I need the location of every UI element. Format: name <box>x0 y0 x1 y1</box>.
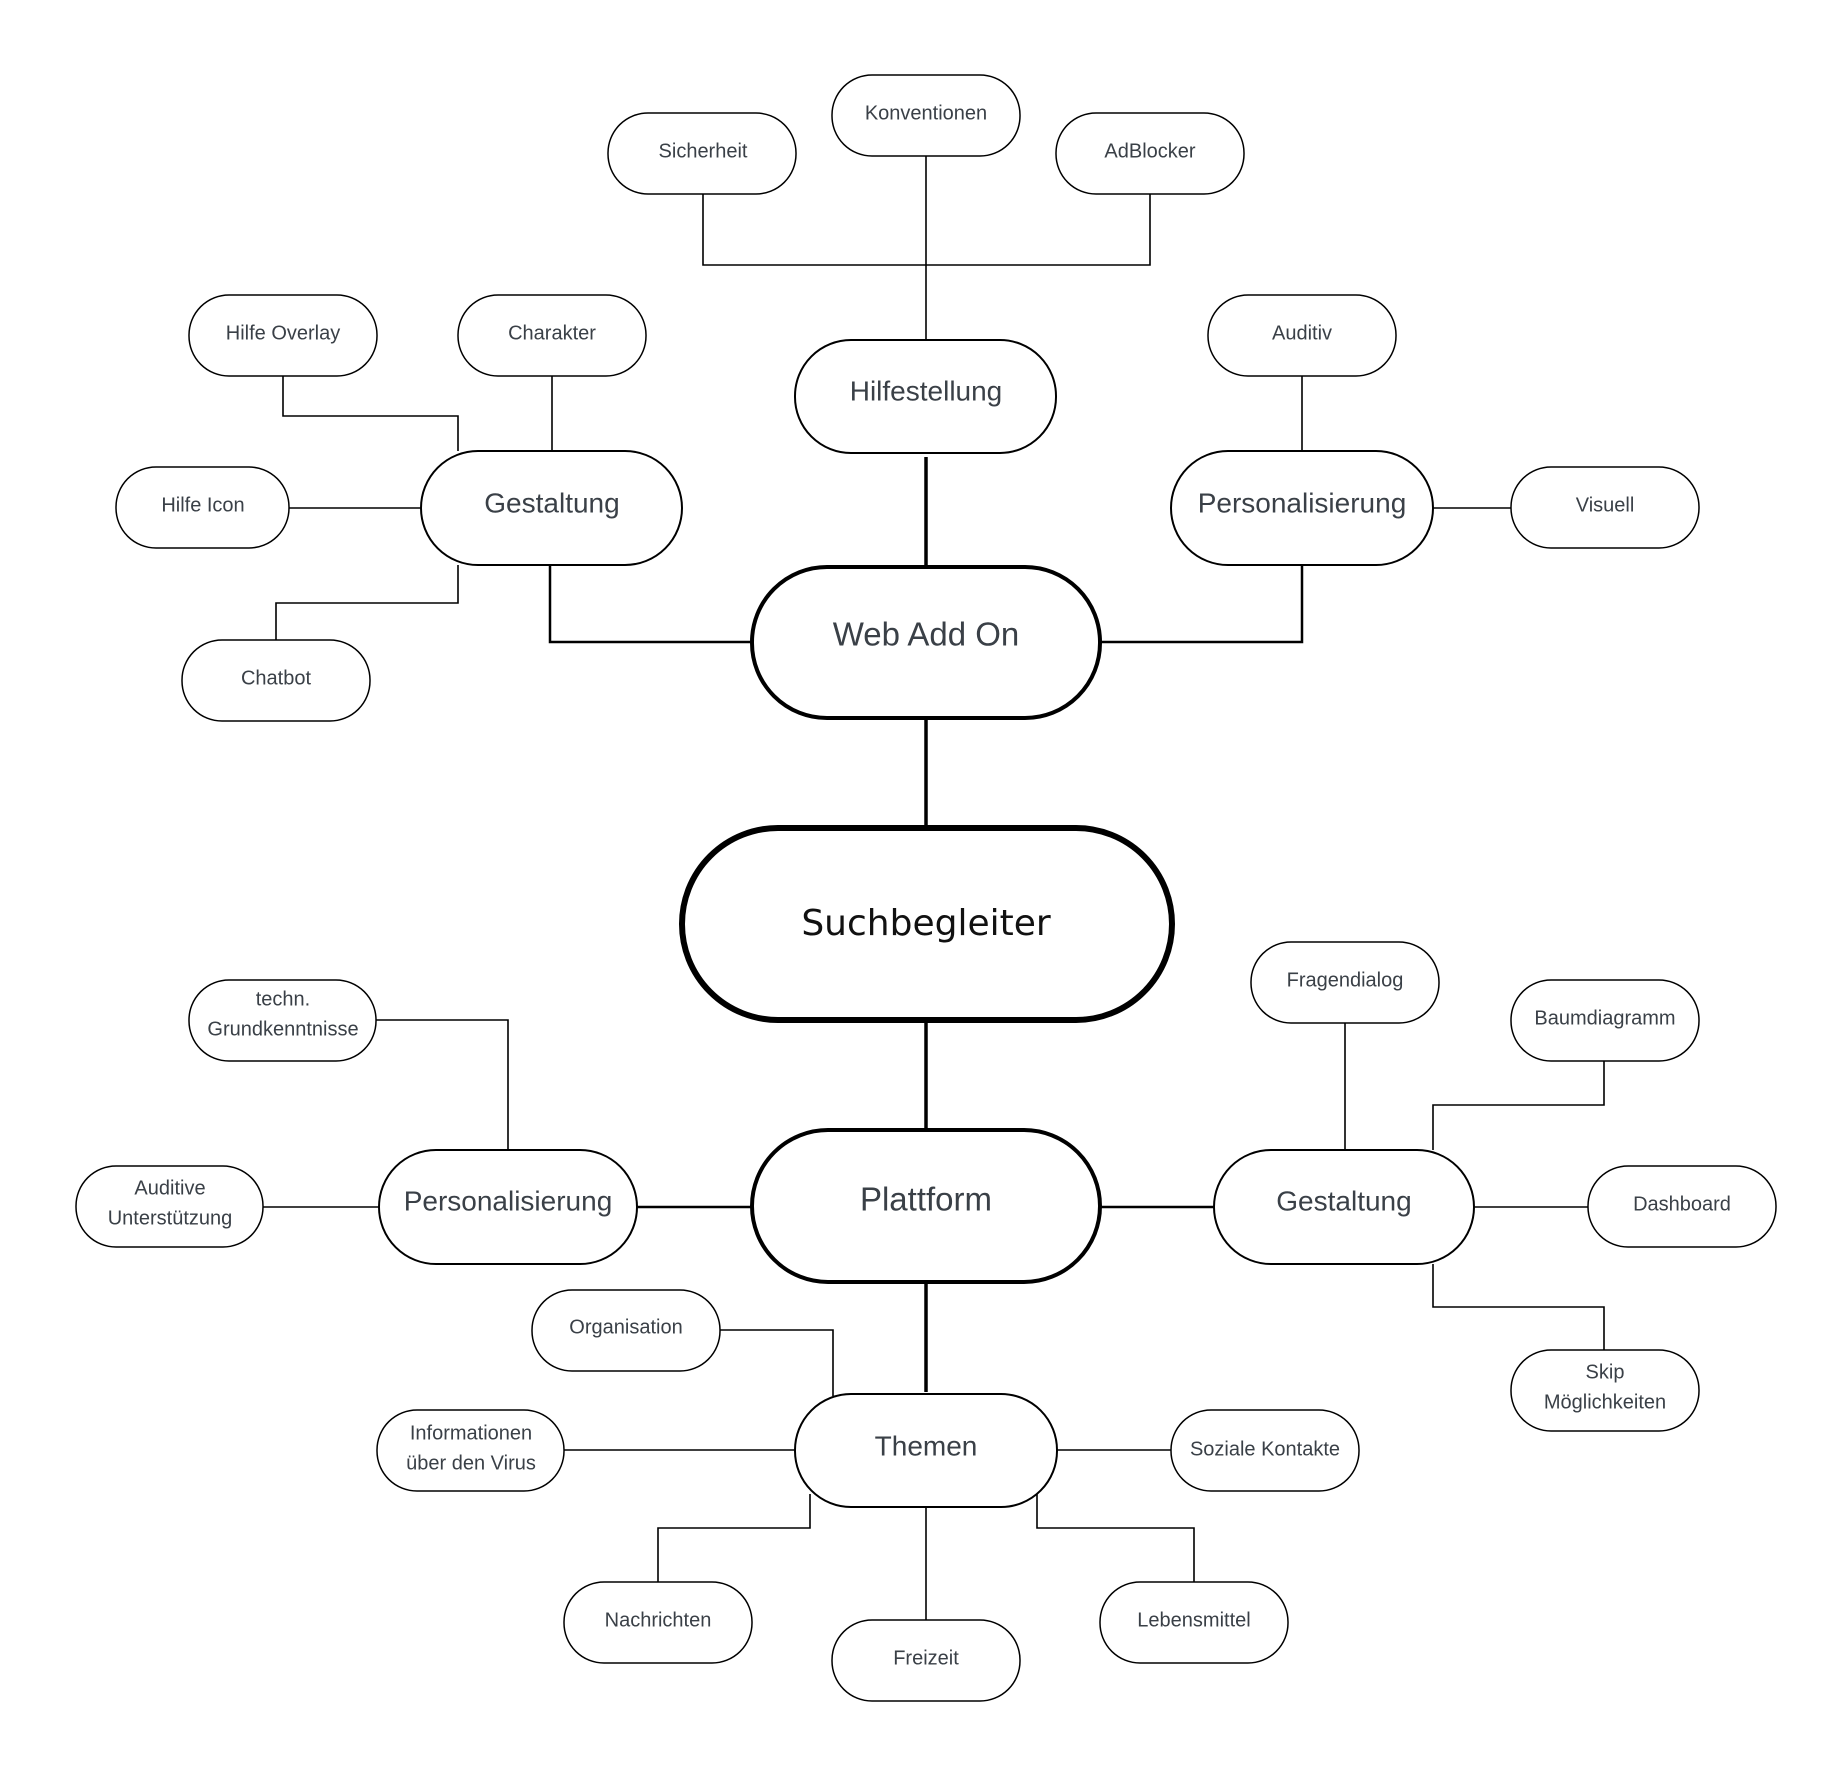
node-charakter-label: Charakter <box>508 322 596 344</box>
node-fragendialog: Fragendialog <box>1250 941 1440 1024</box>
connector-nachrichten <box>657 1494 811 1582</box>
node-skip-moeglichkeiten-line2: Möglichkeiten <box>1544 1391 1666 1413</box>
node-nachrichten: Nachrichten <box>563 1581 753 1664</box>
connector-chatbot <box>275 565 459 640</box>
node-auditiv: Auditiv <box>1207 294 1397 377</box>
node-techn-grundkenntnisse-line2: Grundkenntnisse <box>207 1018 358 1040</box>
node-skip-moeglichkeiten: Skip Möglichkeiten <box>1510 1349 1700 1432</box>
node-chatbot-label: Chatbot <box>241 667 311 689</box>
node-techn-grundkenntnisse-line1: techn. <box>256 988 310 1010</box>
node-web-add-on: Web Add On <box>750 565 1102 720</box>
node-personalisierung-web-label: Personalisierung <box>1198 487 1407 518</box>
node-gestaltung-plattform: Gestaltung <box>1213 1149 1475 1265</box>
node-informationen-virus-line2: über den Virus <box>406 1452 536 1474</box>
connector-techn-grundkenntnisse <box>376 1019 509 1150</box>
node-techn-grundkenntnisse: techn. Grundkenntnisse <box>188 979 377 1062</box>
node-lebensmittel: Lebensmittel <box>1099 1581 1289 1664</box>
connector-hilfe-overlay <box>282 376 459 451</box>
node-plattform: Plattform <box>750 1128 1102 1284</box>
node-soziale-kontakte-label: Soziale Kontakte <box>1190 1438 1340 1460</box>
node-themen: Themen <box>794 1393 1058 1508</box>
node-informationen-virus-line1: Informationen <box>410 1422 532 1444</box>
node-charakter: Charakter <box>457 294 647 377</box>
node-organisation: Organisation <box>531 1289 721 1372</box>
connector-webaddon-personalisierung <box>1100 565 1304 644</box>
connector-lebensmittel <box>1036 1494 1195 1582</box>
node-baumdiagramm-label: Baumdiagramm <box>1534 1007 1675 1029</box>
node-auditive-unterstuetzung: Auditive Unterstützung <box>75 1165 264 1248</box>
node-dashboard-label: Dashboard <box>1633 1193 1731 1215</box>
node-chatbot: Chatbot <box>181 639 371 722</box>
node-fragendialog-label: Fragendialog <box>1287 969 1404 991</box>
node-sicherheit-label: Sicherheit <box>659 140 748 162</box>
connector-sicherheit-adblocker <box>702 194 1151 266</box>
node-skip-moeglichkeiten-line1: Skip <box>1586 1361 1625 1383</box>
node-personalisierung-web: Personalisierung <box>1170 450 1434 566</box>
node-sicherheit: Sicherheit <box>607 112 797 195</box>
node-gestaltung-web-label: Gestaltung <box>484 487 619 518</box>
node-hilfe-icon-label: Hilfe Icon <box>161 494 244 516</box>
connector-skip-moeglichkeiten <box>1432 1264 1605 1350</box>
node-lebensmittel-label: Lebensmittel <box>1137 1609 1250 1631</box>
node-web-add-on-label: Web Add On <box>833 616 1020 653</box>
node-hilfe-overlay-label: Hilfe Overlay <box>226 322 340 344</box>
node-konventionen-label: Konventionen <box>865 102 987 124</box>
node-themen-label: Themen <box>875 1430 978 1461</box>
node-plattform-label: Plattform <box>860 1181 992 1218</box>
node-hilfestellung: Hilfestellung <box>794 339 1057 454</box>
node-visuell-label: Visuell <box>1576 494 1635 516</box>
node-gestaltung-plattform-label: Gestaltung <box>1276 1185 1411 1216</box>
node-freizeit: Freizeit <box>831 1619 1021 1702</box>
node-freizeit-label: Freizeit <box>893 1647 959 1669</box>
node-adblocker-label: AdBlocker <box>1104 140 1195 162</box>
node-personalisierung-plattform-label: Personalisierung <box>404 1185 613 1216</box>
node-baumdiagramm: Baumdiagramm <box>1510 979 1700 1062</box>
node-auditive-unterstuetzung-line1: Auditive <box>134 1177 205 1199</box>
node-suchbegleiter: Suchbegleiter <box>679 825 1175 1023</box>
node-auditive-unterstuetzung-line2: Unterstützung <box>108 1207 233 1229</box>
node-nachrichten-label: Nachrichten <box>605 1609 712 1631</box>
node-auditiv-label: Auditiv <box>1272 322 1332 344</box>
node-personalisierung-plattform: Personalisierung <box>378 1149 638 1265</box>
node-soziale-kontakte: Soziale Kontakte <box>1170 1409 1360 1492</box>
connector-webaddon-gestaltung <box>548 565 752 644</box>
node-konventionen: Konventionen <box>831 74 1021 157</box>
connector-organisation <box>720 1329 834 1396</box>
connectors <box>263 156 1605 1620</box>
node-suchbegleiter-label: Suchbegleiter <box>801 903 1051 944</box>
node-hilfe-overlay: Hilfe Overlay <box>188 294 378 377</box>
node-visuell: Visuell <box>1510 466 1700 549</box>
node-organisation-label: Organisation <box>569 1316 682 1338</box>
connector-baumdiagramm <box>1432 1061 1605 1150</box>
node-hilfe-icon: Hilfe Icon <box>115 466 290 549</box>
node-informationen-virus: Informationen über den Virus <box>376 1409 565 1492</box>
node-dashboard: Dashboard <box>1587 1165 1777 1248</box>
node-hilfestellung-label: Hilfestellung <box>850 375 1003 406</box>
node-gestaltung-web: Gestaltung <box>420 450 683 566</box>
node-adblocker: AdBlocker <box>1055 112 1245 195</box>
